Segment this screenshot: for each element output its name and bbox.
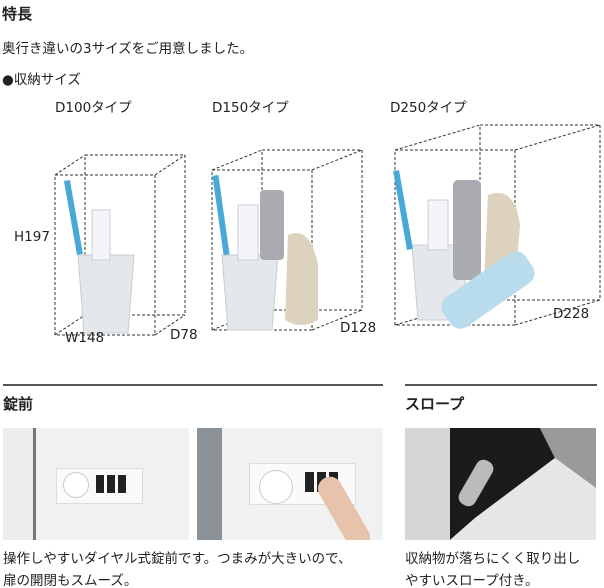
slope-heading: スロープ — [405, 395, 465, 413]
dial-knob-icon — [63, 472, 89, 498]
lock-heading: 錠前 — [3, 395, 34, 413]
depth-label-d100: D78 — [170, 327, 198, 343]
type-label-d150: D150タイプ — [212, 100, 289, 116]
lock-photo-1 — [3, 428, 189, 540]
slope-caption-line1: 収納物が落ちにくく取り出し — [405, 551, 581, 567]
cup-icon — [63, 170, 535, 334]
slope-divider — [405, 384, 597, 386]
features-heading: 特長 — [2, 5, 33, 23]
type-label-d100: D100タイプ — [55, 100, 132, 116]
intro-text: 奥行き違いの3サイズをご用意しました。 — [2, 41, 254, 57]
slope-photo — [405, 428, 596, 540]
height-label: H197 — [14, 229, 50, 245]
combination-dial-icon — [96, 475, 126, 493]
lock-photo-2 — [197, 428, 383, 540]
storage-size-heading: ●収納サイズ — [2, 72, 81, 88]
type-label-d250: D250タイプ — [390, 100, 467, 116]
lock-caption-line1: 操作しやすいダイヤル式錠前です。つまみが大きいので、 — [3, 551, 352, 567]
box-d100 — [54, 154, 186, 336]
depth-label-d250: D228 — [553, 306, 590, 322]
width-label: W148 — [65, 330, 105, 346]
depth-label-d150: D128 — [340, 320, 377, 336]
slope-roller — [458, 459, 494, 507]
storage-size-illustration — [54, 124, 601, 336]
lock-divider — [3, 384, 383, 386]
slope-caption-line2: やすいスロープ付き。 — [405, 573, 539, 588]
lock-caption-line2: 扉の開閉もスムーズ。 — [3, 573, 138, 588]
